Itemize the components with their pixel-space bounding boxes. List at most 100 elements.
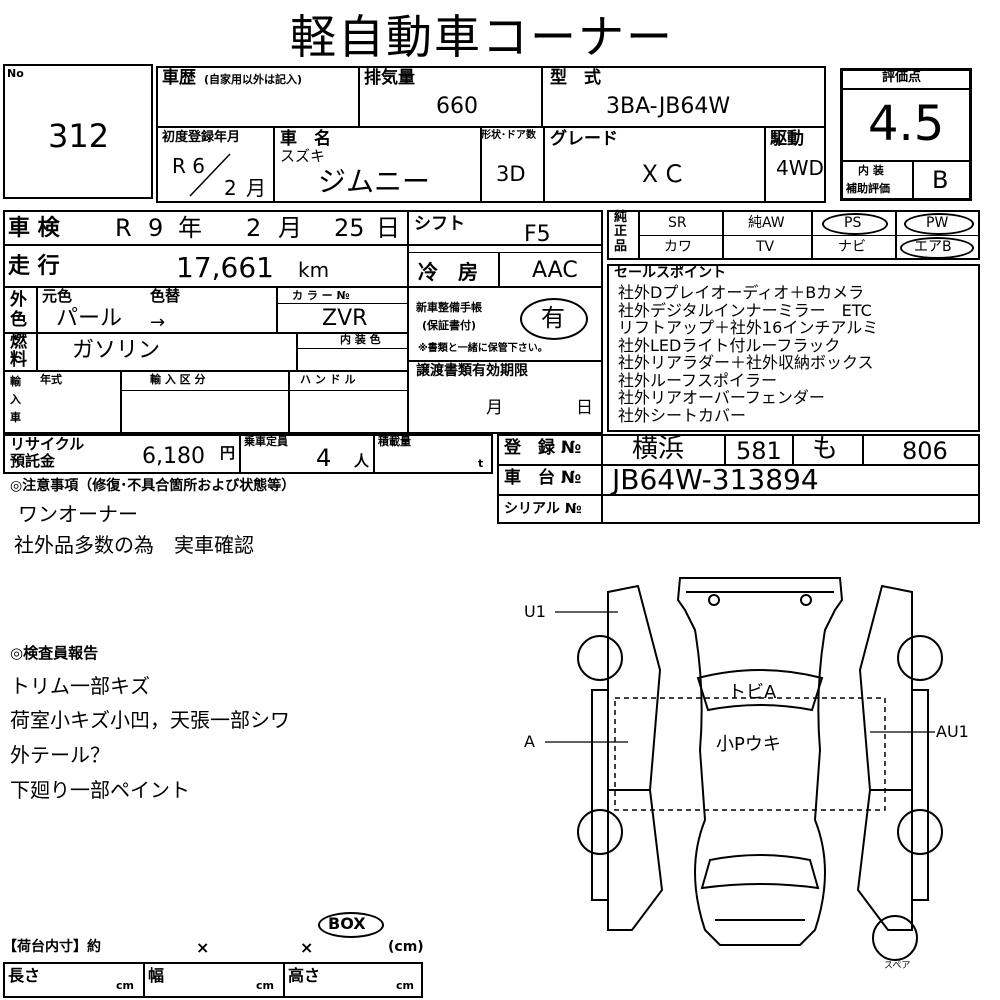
original-color-value: パール: [56, 306, 123, 331]
equip-airbag: エアB: [914, 239, 952, 255]
import-year-label: 年式: [40, 373, 62, 386]
first-reg-month: 2: [224, 176, 237, 200]
date-slash: [189, 153, 231, 197]
cargo-height-unit: cm: [396, 979, 414, 992]
mileage-label: 走 行: [8, 254, 60, 279]
inspection-era: R: [115, 214, 132, 242]
inspection-label: 車 検: [8, 216, 60, 241]
spare-label: スペア: [884, 961, 911, 971]
interior-label1: 内 装: [858, 164, 884, 177]
sales-point-item: リフトアップ＋社外16インチアルミ: [618, 318, 879, 337]
notes-label: ◎注意事項（修復･不具合箇所および状態等）: [10, 478, 296, 494]
import-label-3: 車: [10, 411, 21, 424]
box-label: BOX: [328, 914, 366, 933]
capacity-unit: 人: [354, 452, 370, 470]
recycle-value: 6,180: [142, 444, 205, 469]
drive-label: 駆動: [770, 129, 804, 149]
equip-navi: ナビ: [838, 239, 866, 255]
car-name-value: ジムニー: [318, 165, 431, 198]
fuel-value: ガソリン: [72, 338, 161, 363]
car-maker: スズキ: [280, 147, 326, 165]
cargo-x2: ×: [300, 938, 314, 957]
equip-leather: カワ: [664, 239, 692, 255]
mileage-value: 17,661: [176, 251, 274, 284]
registration-kana: も: [812, 434, 839, 464]
capacity-value: 4: [316, 444, 332, 472]
handle-label: ハ ン ド ル: [300, 373, 356, 386]
mark-windshield: トビA: [728, 682, 777, 703]
mark-roof: 小Pウキ: [716, 734, 781, 755]
mark-u1: U1: [524, 602, 546, 621]
equip-tv: TV: [756, 239, 775, 255]
model-type-label: 型 式: [550, 68, 601, 88]
interior-label2: 補助評価: [846, 182, 890, 195]
inspector-line-2: 荷室小キズ小凹，天張一部シワ: [10, 708, 290, 732]
first-reg-era: R 6: [172, 154, 205, 178]
lot-label: No: [7, 67, 24, 80]
first-reg-label: 初度登録年月: [162, 130, 241, 145]
cargo-grid: [3, 962, 423, 998]
manual-note: ※書類と一緒に保管下さい。: [418, 343, 548, 354]
equip-aw: 純AW: [748, 215, 785, 231]
inspection-month-unit: 月: [278, 214, 302, 242]
history-note: (自家用以外は記入): [204, 73, 303, 86]
sales-point-item: 社外デジタルインナーミラー ETC: [618, 300, 872, 320]
cargo-x1: ×: [196, 938, 210, 957]
displacement-value: 660: [436, 94, 478, 119]
lot-number: 312: [48, 117, 110, 155]
doors-value: 3D: [496, 162, 526, 186]
equip-pw: PW: [926, 215, 949, 231]
mark-au1: AU1: [936, 722, 969, 741]
inspection-day: 25: [334, 214, 365, 242]
manual-label1: 新車整備手帳: [416, 301, 482, 314]
sales-point-item: 社外シートカバー: [618, 405, 747, 425]
aircon-label: 冷 房: [418, 260, 478, 284]
cargo-label: 【荷台内寸】約: [3, 939, 101, 955]
load-unit: t: [478, 457, 484, 470]
registration-label: 登 録 №: [504, 438, 582, 458]
inspection-grid: [3, 210, 603, 434]
score-box: [840, 68, 972, 201]
sales-points-label: セールスポイント: [614, 265, 726, 281]
fuel-label1: 燃: [10, 332, 27, 352]
recycle-grid: [3, 434, 493, 474]
equip-airbag-oval: [900, 237, 974, 259]
chassis-label: 車 台 №: [504, 468, 582, 488]
sales-point-item: 社外ルーフスポイラー: [618, 370, 778, 390]
recycle-label2: 預託金: [10, 452, 56, 470]
cargo-height-label: 高さ: [288, 966, 321, 985]
sales-point-item: 社外リアラダー＋社外収納ボックス: [618, 353, 874, 372]
model-type-value: 3BA-JB64W: [606, 94, 731, 119]
inspection-year-unit: 年: [178, 214, 202, 242]
manual-oval: [520, 298, 588, 340]
cargo-unit: (cm): [388, 939, 424, 955]
transfer-day-unit: 日: [576, 398, 593, 418]
registration-grid: [497, 434, 980, 524]
inspector-line-4: 下廻り一部ペイント: [10, 778, 190, 802]
recycle-unit: 円: [220, 444, 236, 462]
equipment-label-3: 品: [614, 239, 628, 254]
inspection-year: 9: [148, 214, 164, 242]
equip-ps: PS: [844, 215, 862, 231]
notes-line-2: 社外品多数の為 実車確認: [14, 533, 254, 557]
transfer-month-unit: 月: [486, 398, 503, 418]
car-name-label: 車 名: [280, 129, 331, 149]
sales-point-item: 社外LEDライト付ルーフラック: [618, 335, 841, 355]
load-label: 積載量: [378, 435, 411, 448]
grade-label: グレード: [550, 129, 618, 149]
manual-value: 有: [541, 304, 565, 332]
page-title: 軽自動車コーナー: [290, 10, 674, 64]
inspector-line-3: 外テール？: [10, 743, 110, 767]
sales-points-box: [607, 264, 980, 432]
recycle-label1: リサイクル: [10, 435, 85, 453]
registration-area: 横浜: [632, 434, 685, 464]
original-color-label: 元色: [42, 287, 73, 305]
import-label-2: 入: [10, 393, 21, 406]
capacity-label: 乗車定員: [244, 435, 288, 448]
chassis-value: JB64W-313894: [612, 463, 819, 496]
score-value: 4.5: [868, 96, 945, 152]
first-reg-month-unit: 月: [246, 176, 266, 200]
box-oval: [318, 912, 384, 938]
drive-value: 4WD: [776, 156, 824, 180]
